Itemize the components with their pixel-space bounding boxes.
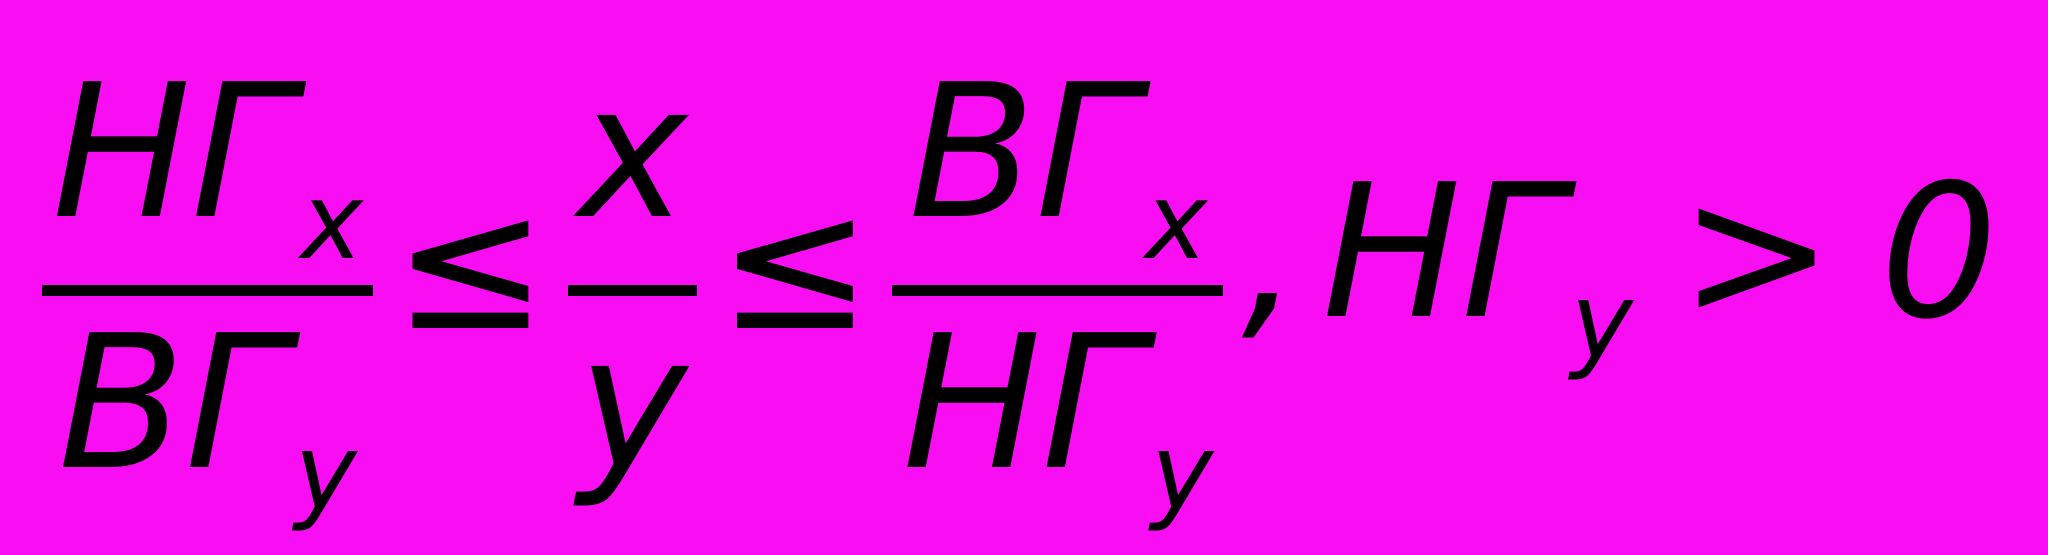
comma: ,: [1241, 143, 1301, 360]
condition-clause: , НГ y > 0: [1241, 143, 1998, 383]
rhs-numerator-subscript: x: [1144, 159, 1208, 283]
rhs-denominator-base: НГ: [902, 295, 1145, 511]
lhs-fraction: НГx ВГy: [42, 55, 373, 528]
rhs-fraction-bar: [892, 285, 1224, 296]
lhs-fraction-bar: [42, 285, 373, 296]
rhs-numerator-base: ВГ: [908, 43, 1139, 260]
rhs-fraction-denominator: НГy: [892, 306, 1223, 528]
condition-base: НГ: [1322, 143, 1565, 360]
lhs-denominator-subscript: y: [294, 411, 357, 535]
condition-value: 0: [1880, 143, 1998, 360]
rhs-denominator-subscript: y: [1150, 411, 1214, 535]
lhs-denominator-base: ВГ: [58, 295, 289, 511]
lhs-fraction-numerator: НГx: [42, 55, 373, 277]
condition-subscript: y: [1570, 259, 1634, 383]
mid-fraction-bar: [567, 285, 698, 296]
greater-than-operator: >: [1679, 143, 1835, 360]
mid-fraction: x y: [567, 55, 698, 501]
mid-fraction-numerator: x: [568, 55, 697, 249]
mid-denominator-base: y: [577, 295, 688, 511]
lhs-numerator-base: НГ: [52, 43, 295, 260]
lhs-numerator-subscript: x: [300, 159, 363, 283]
mid-fraction-denominator: y: [568, 306, 697, 500]
less-equal-operator-2: ≤: [717, 155, 873, 372]
less-equal-operator-1: ≤: [392, 155, 548, 372]
rhs-fraction: ВГx НГy: [892, 55, 1224, 528]
rhs-fraction-numerator: ВГx: [899, 55, 1218, 277]
lhs-fraction-denominator: ВГy: [48, 306, 367, 528]
mid-numerator-base: x: [577, 43, 688, 260]
